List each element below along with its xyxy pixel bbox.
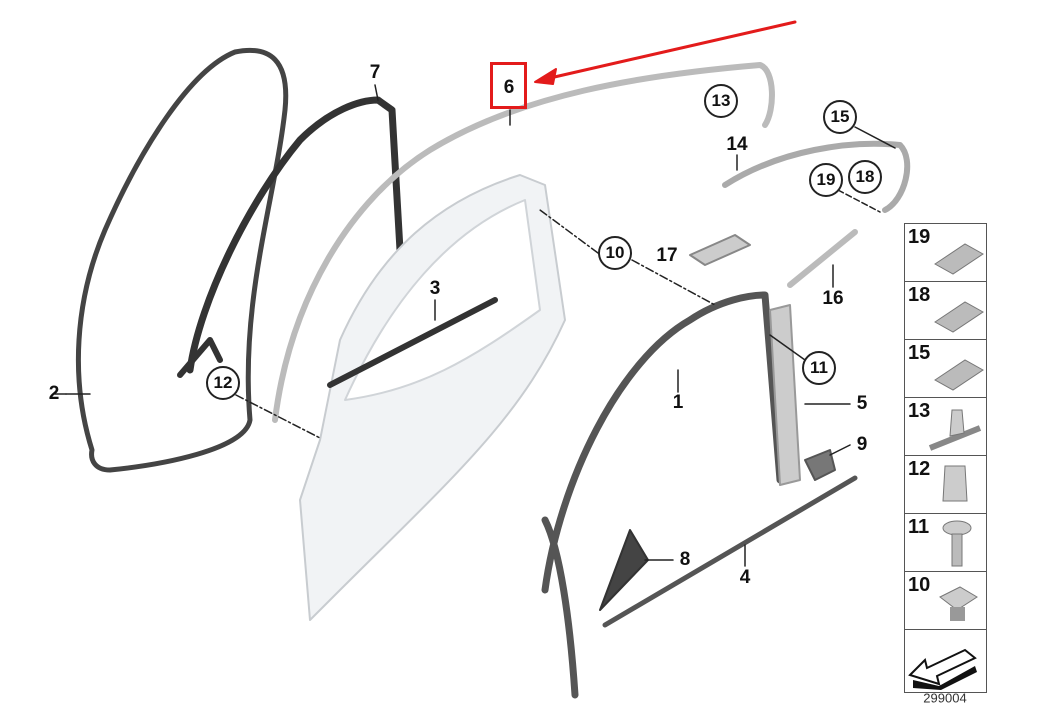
callout-8[interactable]: 8 (679, 549, 691, 570)
expanding-nut-icon (928, 409, 982, 451)
cage-nut-icon (939, 586, 978, 621)
clip-icon (934, 359, 984, 391)
part-5-trim (769, 304, 801, 486)
callout-2[interactable]: 2 (48, 383, 60, 404)
callout-10[interactable]: 10 (598, 236, 632, 270)
part-2-door-seal (75, 47, 289, 473)
part-8-triangle (599, 529, 649, 611)
fastener-11[interactable]: 11 (904, 513, 987, 571)
callout-15[interactable]: 15 (823, 100, 857, 134)
diagram-code: 299004 (923, 690, 967, 706)
part-16-strip (787, 229, 858, 288)
screw-icon (942, 520, 972, 567)
part-4-strip (602, 475, 858, 628)
callout-13[interactable]: 13 (704, 84, 738, 118)
clip-icon (934, 243, 984, 275)
highlight-arrow (548, 20, 797, 80)
fastener-10[interactable]: 10 (904, 571, 987, 629)
highlight-box (490, 62, 527, 109)
callout-6[interactable]: 6 (503, 77, 515, 98)
fastener-18[interactable]: 18 (904, 281, 987, 339)
part-3-window-strip (327, 297, 498, 388)
clip-icon (934, 301, 984, 333)
arrow-icon (908, 648, 977, 690)
callout-19[interactable]: 19 (809, 163, 843, 197)
direction-arrow-cell (904, 629, 987, 693)
fastener-15[interactable]: 15 (904, 339, 987, 397)
fastener-13[interactable]: 13 (904, 397, 987, 455)
callout-5[interactable]: 5 (856, 393, 868, 414)
callout-18[interactable]: 18 (848, 160, 882, 194)
part-6-roof-strip (272, 62, 775, 423)
callout-11[interactable]: 11 (802, 351, 836, 385)
spring-nut-icon (942, 465, 968, 502)
fastener-12[interactable]: 12 (904, 455, 987, 513)
callout-12[interactable]: 12 (206, 366, 240, 400)
callout-1[interactable]: 1 (672, 392, 684, 413)
part-17-module (689, 234, 751, 266)
callout-3[interactable]: 3 (429, 278, 441, 299)
part-7-seal (186, 96, 404, 374)
callout-4[interactable]: 4 (739, 567, 751, 588)
callout-16[interactable]: 16 (822, 288, 844, 309)
part-9-bracket (804, 449, 836, 481)
fastener-panel: 19 18 15 13 12 11 10 (904, 223, 987, 693)
fastener-19[interactable]: 19 (904, 223, 987, 281)
callout-14[interactable]: 14 (726, 134, 748, 155)
part-1-frame-seal (541, 291, 784, 699)
callout-7[interactable]: 7 (369, 62, 381, 83)
callout-9[interactable]: 9 (856, 434, 868, 455)
callout-17[interactable]: 17 (656, 245, 678, 266)
